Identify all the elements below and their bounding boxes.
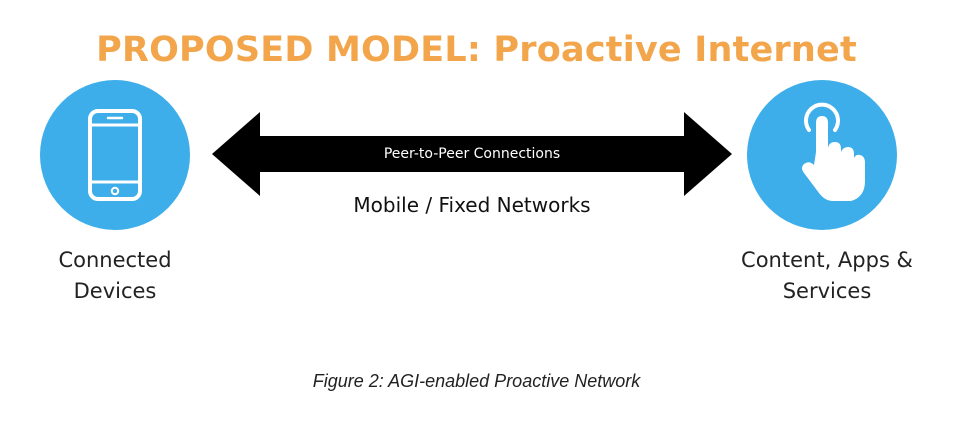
content-apps-services-label-line-2: Services [782,279,872,303]
content-apps-services-label-line-1: Content, Apps & [741,248,913,272]
content-apps-services-label: Content, Apps & Services [722,245,932,307]
arrow-shape [212,112,732,196]
figure-caption: Figure 2: AGI-enabled Proactive Network [312,371,641,391]
connected-devices-label-line-1: Connected [58,248,172,272]
networks-label: Mobile / Fixed Networks [353,193,591,217]
smartphone-icon [88,109,142,201]
connected-devices-label-line-2: Devices [73,279,157,303]
connected-devices-node [40,80,190,230]
connected-devices-label: Connected Devices [20,245,210,307]
arrow-label: Peer-to-Peer Connections [383,146,561,162]
touch-hand-icon [802,102,865,201]
bidirectional-arrow [212,112,732,196]
diagram-title: PROPOSED MODEL: Proactive Internet [96,30,857,70]
content-apps-services-node [747,80,897,230]
